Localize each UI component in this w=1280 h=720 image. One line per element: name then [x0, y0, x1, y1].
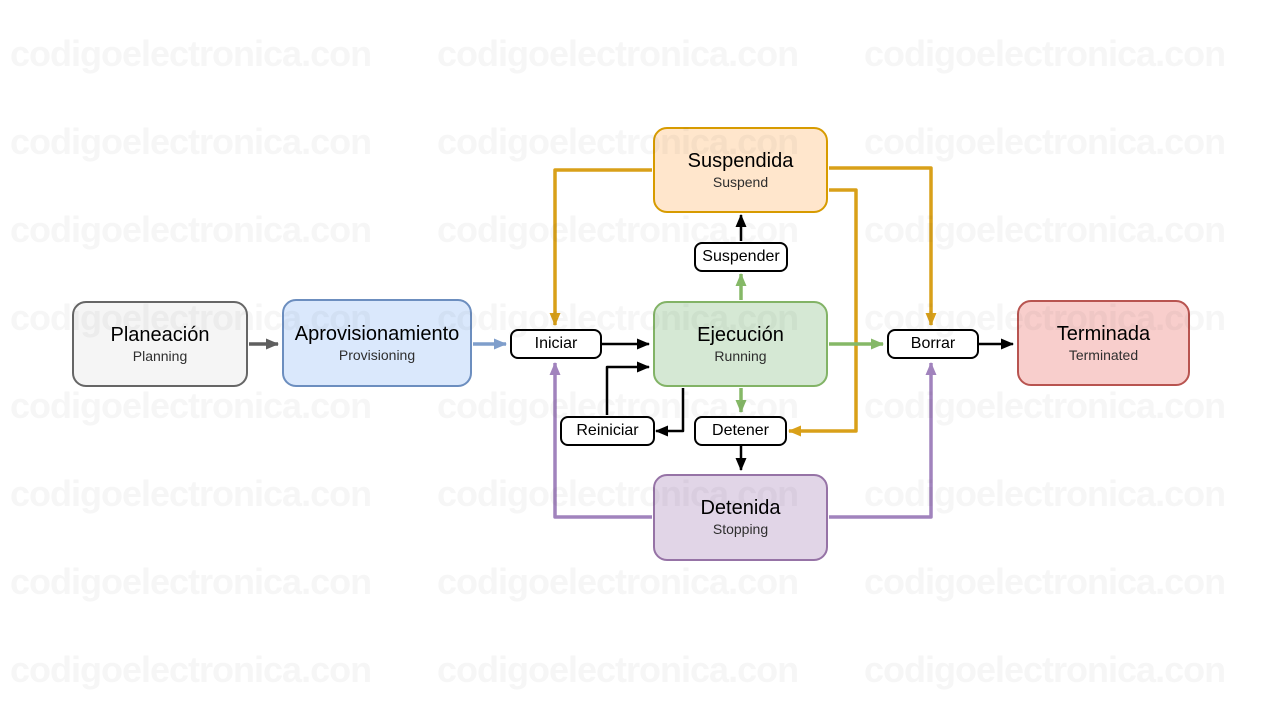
state-title: Aprovisionamiento [294, 322, 460, 345]
edge-suspendida-to-detener [788, 188, 858, 437]
state-suspendida: Suspendida Suspend [653, 127, 828, 213]
state-title: Detenida [700, 497, 781, 520]
action-suspender: Suspender [694, 242, 788, 272]
state-subtitle: Suspend [712, 173, 769, 190]
state-subtitle: Stopping [712, 521, 769, 538]
edge-suspendida-to-borrar [829, 166, 937, 326]
state-title: Suspendida [687, 149, 794, 172]
edge-detenida-to-borrar [829, 362, 937, 519]
state-subtitle: Running [714, 347, 767, 364]
state-aprovisionamiento: Aprovisionamiento Provisioning [282, 299, 472, 387]
action-borrar: Borrar [887, 329, 979, 359]
state-planeacion: Planeación Planning [72, 301, 248, 387]
state-title: Terminada [1056, 322, 1151, 345]
state-subtitle: Planning [132, 347, 188, 364]
action-detener: Detener [694, 416, 787, 446]
state-terminada: Terminada Terminated [1017, 300, 1190, 386]
state-subtitle: Provisioning [338, 346, 416, 363]
edge-suspendida-to-iniciar [549, 168, 652, 326]
state-subtitle: Terminated [1068, 346, 1139, 363]
state-title: Ejecución [697, 323, 784, 346]
edge-detenida-to-iniciar [549, 362, 652, 519]
edge-ejecucion-to-reiniciar [655, 388, 685, 437]
state-title: Planeación [110, 323, 210, 346]
action-reiniciar: Reiniciar [560, 416, 655, 446]
edge-reiniciar-to-ejecucion [605, 361, 650, 415]
state-ejecucion: Ejecución Running [653, 301, 828, 387]
action-iniciar: Iniciar [510, 329, 602, 359]
state-detenida: Detenida Stopping [653, 474, 828, 561]
